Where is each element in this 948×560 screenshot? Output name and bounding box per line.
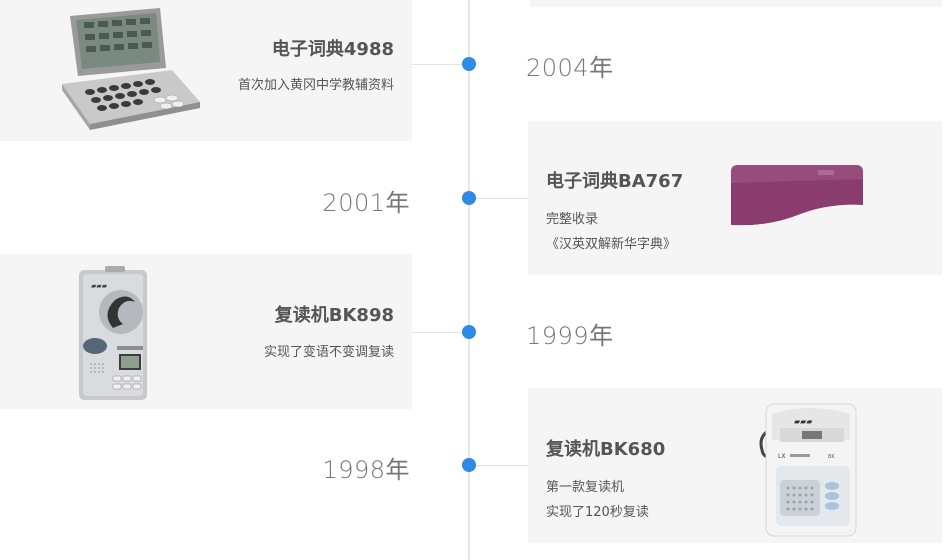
timeline-dot-1998[interactable] — [462, 458, 476, 472]
white-cassette-player-icon: ▰▰▰ LX BK — [750, 400, 866, 538]
connector-line — [470, 465, 528, 466]
card-description: 实现了120秒复读 — [546, 505, 649, 520]
svg-text:BK: BK — [828, 454, 835, 460]
pda-dictionary-icon — [60, 6, 205, 132]
timeline-dot-2004[interactable] — [462, 57, 476, 71]
purple-dictionary-icon — [728, 161, 866, 251]
card-description: 首次加入黄冈中学教辅资料 — [237, 78, 394, 93]
timeline-dot-1999[interactable] — [462, 325, 476, 339]
svg-text:▰▰▰: ▰▰▰ — [91, 282, 108, 290]
timeline-card-1998[interactable]: 复读机BK680 第一款复读机 实现了120秒复读 ▰▰▰ LX BK — [528, 388, 942, 543]
card-title: 复读机BK680 — [546, 439, 666, 460]
card-title: 电子词典BA767 — [546, 171, 684, 192]
timeline-dot-2001[interactable] — [462, 191, 476, 205]
year-label-1998: 1998年 — [322, 456, 410, 484]
card-description: 第一款复读机 — [546, 480, 625, 495]
year-label-1999: 1999年 — [526, 322, 614, 350]
timeline-card-2001[interactable]: 电子词典BA767 完整收录 《汉英双解新华字典》 — [528, 121, 942, 275]
card-description: 《汉英双解新华字典》 — [546, 237, 677, 252]
year-label-2004: 2004年 — [526, 54, 614, 82]
connector-line — [412, 332, 468, 333]
card-title: 复读机BK898 — [274, 305, 394, 326]
timeline-axis — [468, 0, 470, 560]
card-description: 完整收录 — [546, 212, 599, 227]
year-label-2001: 2001年 — [322, 189, 410, 217]
silver-cassette-player-icon: ▰▰▰ — [75, 264, 150, 402]
timeline-card-1999[interactable]: ▰▰▰ 复读机BK898 实现了变语不变调复读 — [0, 254, 412, 409]
svg-text:LX: LX — [778, 453, 785, 460]
svg-text:▰▰▰: ▰▰▰ — [794, 417, 813, 426]
top-partial-card — [530, 0, 942, 7]
card-description: 实现了变语不变调复读 — [263, 345, 394, 360]
card-title: 电子词典4988 — [271, 39, 394, 60]
connector-line — [412, 64, 468, 65]
connector-line — [470, 198, 528, 199]
timeline-card-2004[interactable]: 电子词典4988 首次加入黄冈中学教辅资料 — [0, 0, 412, 141]
